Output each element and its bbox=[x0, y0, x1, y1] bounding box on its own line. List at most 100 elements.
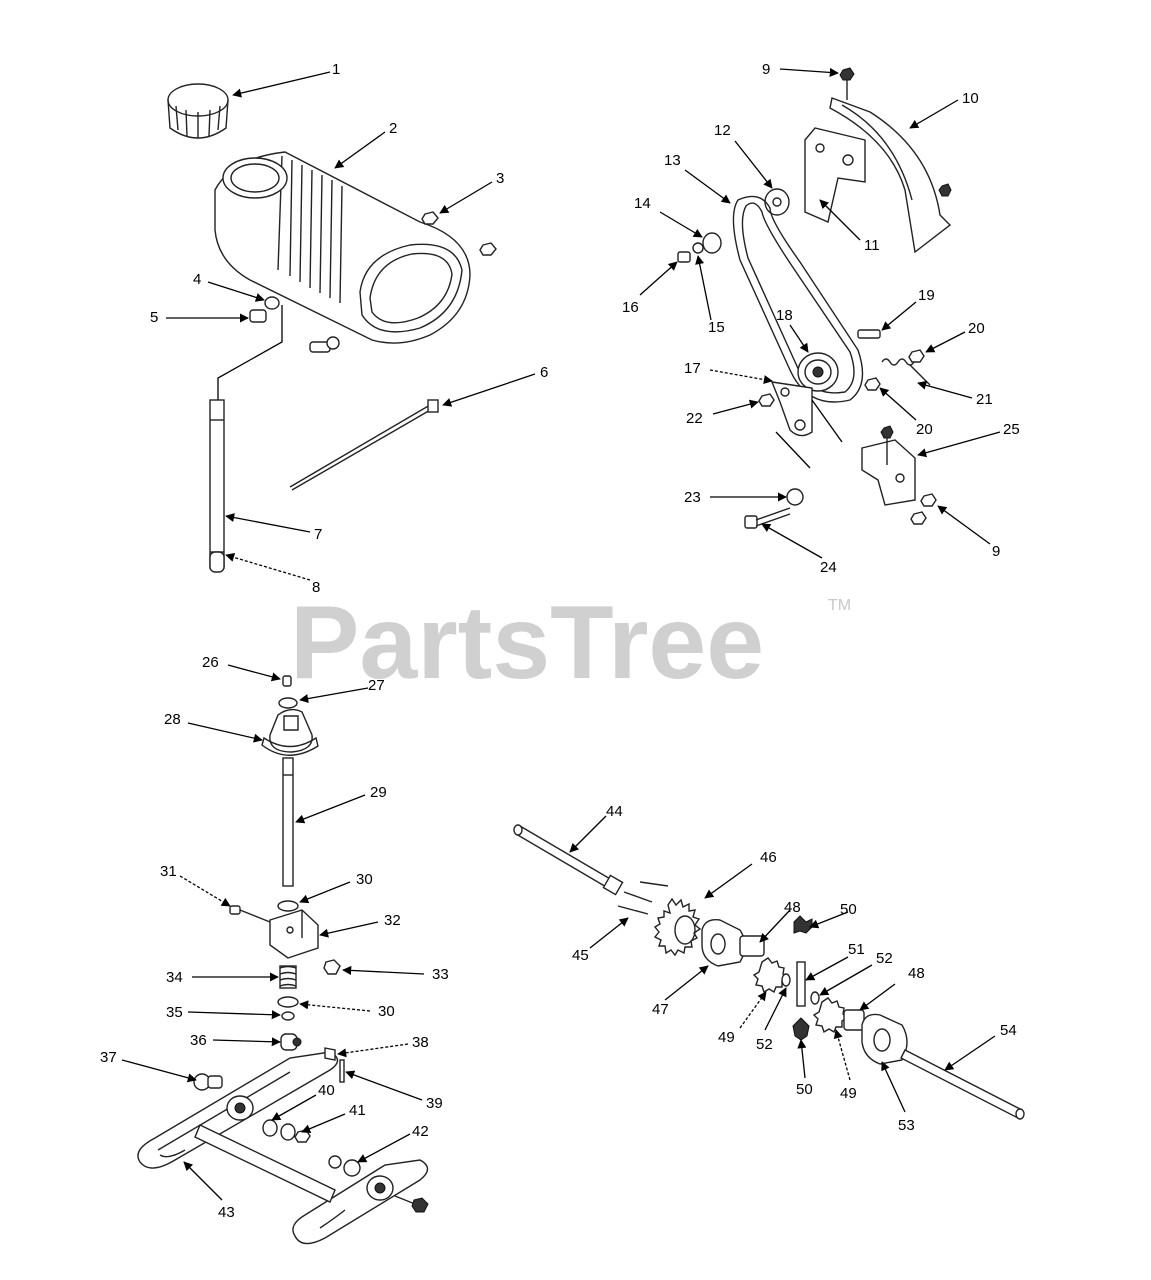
hub-48b bbox=[843, 1009, 865, 1031]
shift-shaft bbox=[282, 757, 294, 887]
axle-54 bbox=[900, 1049, 1025, 1120]
washer-14 bbox=[702, 232, 722, 254]
callout-41: 41 bbox=[349, 1102, 366, 1119]
washer-27 bbox=[278, 697, 298, 709]
callout-49a: 49 bbox=[718, 1029, 735, 1046]
callout-30b: 30 bbox=[378, 1003, 395, 1020]
callout-50b: 50 bbox=[796, 1081, 813, 1098]
callout-45: 45 bbox=[572, 947, 589, 964]
callout-52b: 52 bbox=[876, 950, 893, 967]
callout-48a: 48 bbox=[784, 899, 801, 916]
callout-21: 21 bbox=[976, 391, 993, 408]
washer-42 bbox=[343, 1159, 361, 1177]
washer-15 bbox=[692, 242, 704, 254]
bevel-gear-49a bbox=[752, 957, 789, 994]
fuel-tank-assembly bbox=[167, 83, 497, 573]
nut-20a bbox=[908, 349, 925, 363]
nut-33 bbox=[323, 959, 341, 975]
callout-19: 19 bbox=[918, 287, 935, 304]
axle-44 bbox=[513, 824, 624, 896]
callout-14: 14 bbox=[634, 195, 651, 212]
cotter-39 bbox=[339, 1059, 345, 1083]
callout-28: 28 bbox=[164, 711, 181, 728]
callout-11: 11 bbox=[864, 237, 880, 254]
callout-47: 47 bbox=[652, 1001, 669, 1018]
idler-pulley bbox=[797, 352, 839, 392]
screw-26 bbox=[282, 675, 292, 687]
fuel-line-path bbox=[217, 305, 283, 400]
pin-51 bbox=[796, 961, 806, 1007]
callout-12: 12 bbox=[714, 122, 731, 139]
callout-31: 31 bbox=[160, 863, 177, 880]
callout-22: 22 bbox=[686, 410, 703, 427]
callout-33: 33 bbox=[432, 966, 449, 983]
watermark-trademark: TM bbox=[828, 597, 851, 614]
callout-53: 53 bbox=[898, 1117, 915, 1134]
idler-arm bbox=[770, 381, 813, 437]
callout-20b: 20 bbox=[916, 421, 933, 438]
callout-46: 46 bbox=[760, 849, 777, 866]
callout-3: 3 bbox=[496, 170, 504, 187]
drive-belt bbox=[732, 195, 864, 403]
diff-housing-53 bbox=[861, 1013, 908, 1065]
pinion-50a bbox=[793, 915, 813, 934]
callout-30a: 30 bbox=[356, 871, 373, 888]
callout-35: 35 bbox=[166, 1004, 183, 1021]
callout-39: 39 bbox=[426, 1095, 443, 1112]
callout-44: 44 bbox=[606, 803, 623, 820]
callout-26: 26 bbox=[202, 654, 219, 671]
shift-lever-assembly bbox=[137, 675, 429, 1245]
callout-50a: 50 bbox=[840, 901, 857, 918]
nut-20b bbox=[864, 377, 881, 391]
callout-34: 34 bbox=[166, 969, 183, 986]
callout-51: 51 bbox=[848, 941, 865, 958]
callout-48b: 48 bbox=[908, 965, 925, 982]
callout-18: 18 bbox=[776, 307, 793, 324]
cable-tie bbox=[289, 399, 439, 491]
washer-12 bbox=[764, 188, 790, 216]
callout-16: 16 bbox=[622, 299, 639, 316]
washer-41a bbox=[280, 1123, 296, 1141]
shift-knob bbox=[261, 708, 319, 756]
diff-housing-47 bbox=[701, 919, 765, 967]
tank-hardware bbox=[249, 211, 497, 353]
callout-9b: 9 bbox=[992, 543, 1000, 560]
shift-block bbox=[269, 909, 319, 959]
bolt-shift-arm bbox=[394, 1195, 429, 1213]
idler-spring bbox=[881, 358, 931, 386]
callout-15: 15 bbox=[708, 319, 725, 336]
bolt-37 bbox=[193, 1073, 223, 1091]
callout-49b: 49 bbox=[840, 1085, 857, 1102]
callout-54: 54 bbox=[1000, 1022, 1017, 1039]
callout-7: 7 bbox=[314, 526, 322, 543]
washer-52a bbox=[781, 973, 791, 987]
washer-23 bbox=[786, 488, 804, 506]
fuel-line bbox=[209, 399, 225, 573]
belt-guard bbox=[829, 67, 952, 254]
callout-32: 32 bbox=[384, 912, 401, 929]
callout-52a: 52 bbox=[756, 1036, 773, 1053]
bolt-24 bbox=[744, 507, 791, 529]
callout-27: 27 bbox=[368, 677, 385, 694]
callout-29: 29 bbox=[370, 784, 387, 801]
bolts-45 bbox=[617, 881, 669, 915]
spring-34 bbox=[279, 965, 297, 989]
guard-bracket bbox=[804, 127, 866, 223]
callout-25: 25 bbox=[1003, 421, 1020, 438]
callout-2: 2 bbox=[389, 120, 397, 137]
washer-42a bbox=[328, 1155, 342, 1169]
washer-40 bbox=[262, 1119, 278, 1137]
bolt-16 bbox=[677, 251, 691, 263]
shift-arms bbox=[137, 1051, 429, 1245]
fuel-cap bbox=[167, 83, 229, 139]
pin-38 bbox=[324, 1047, 336, 1061]
idler-bracket bbox=[861, 425, 937, 525]
callout-10: 10 bbox=[962, 90, 979, 107]
sprocket-46 bbox=[653, 897, 702, 957]
callout-17: 17 bbox=[684, 360, 701, 377]
callout-9a: 9 bbox=[762, 61, 770, 78]
callout-6: 6 bbox=[540, 364, 548, 381]
belt-pulley-assembly bbox=[677, 67, 952, 529]
